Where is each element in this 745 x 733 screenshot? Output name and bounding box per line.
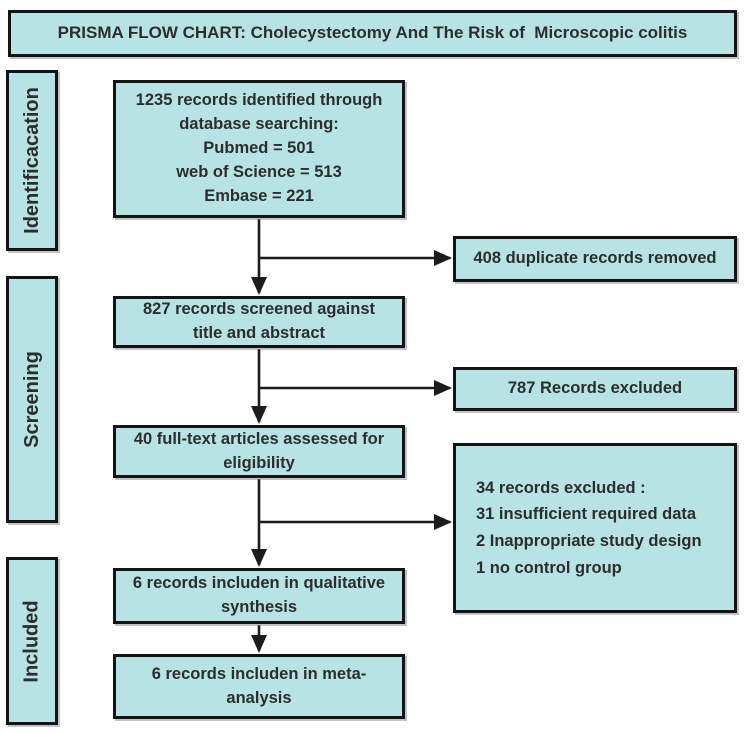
box-records-screened-text: 827 records screened against title and a…	[142, 300, 376, 342]
stage-label-identification: Identificacation	[6, 70, 58, 251]
box-records-excluded-text: 787 Records excluded	[507, 379, 683, 398]
stage-label-included: Included	[6, 557, 58, 725]
box-meta-analysis-text: 6 records includen in meta- analysis	[151, 664, 367, 707]
box-fulltext-assessed: 40 full-text articles assessed for eligi…	[113, 425, 405, 478]
box-fulltext-assessed-text: 40 full-text articles assessed for eligi…	[133, 429, 385, 472]
stage-label-identification-text: Identificacation	[20, 87, 43, 234]
box-records-identified-text: 1235 records identified through database…	[135, 91, 383, 205]
box-records-identified: 1235 records identified through database…	[113, 80, 405, 218]
box-duplicates-removed: 408 duplicate records removed	[453, 236, 737, 282]
box-records-screened: 827 records screened against title and a…	[113, 296, 405, 348]
chart-title-box: PRISMA FLOW CHART: Cholecystectomy And T…	[8, 10, 737, 57]
box-duplicates-removed-text: 408 duplicate records removed	[473, 249, 717, 268]
box-qualitative-synthesis-text: 6 records includen in qualitative synthe…	[132, 574, 386, 616]
box-meta-analysis: 6 records includen in meta- analysis	[113, 654, 405, 719]
stage-label-screening: Screening	[6, 276, 58, 523]
stage-label-included-text: Included	[20, 599, 43, 683]
box-records-excluded: 787 Records excluded	[453, 367, 737, 411]
box-fulltext-excluded: 34 records excluded : 31 insufficient re…	[453, 443, 737, 613]
stage-label-screening-text: Screening	[20, 351, 43, 448]
box-qualitative-synthesis: 6 records includen in qualitative synthe…	[113, 568, 405, 624]
box-fulltext-excluded-text: 34 records excluded : 31 insufficient re…	[476, 478, 702, 577]
chart-title: PRISMA FLOW CHART: Cholecystectomy And T…	[57, 23, 688, 43]
